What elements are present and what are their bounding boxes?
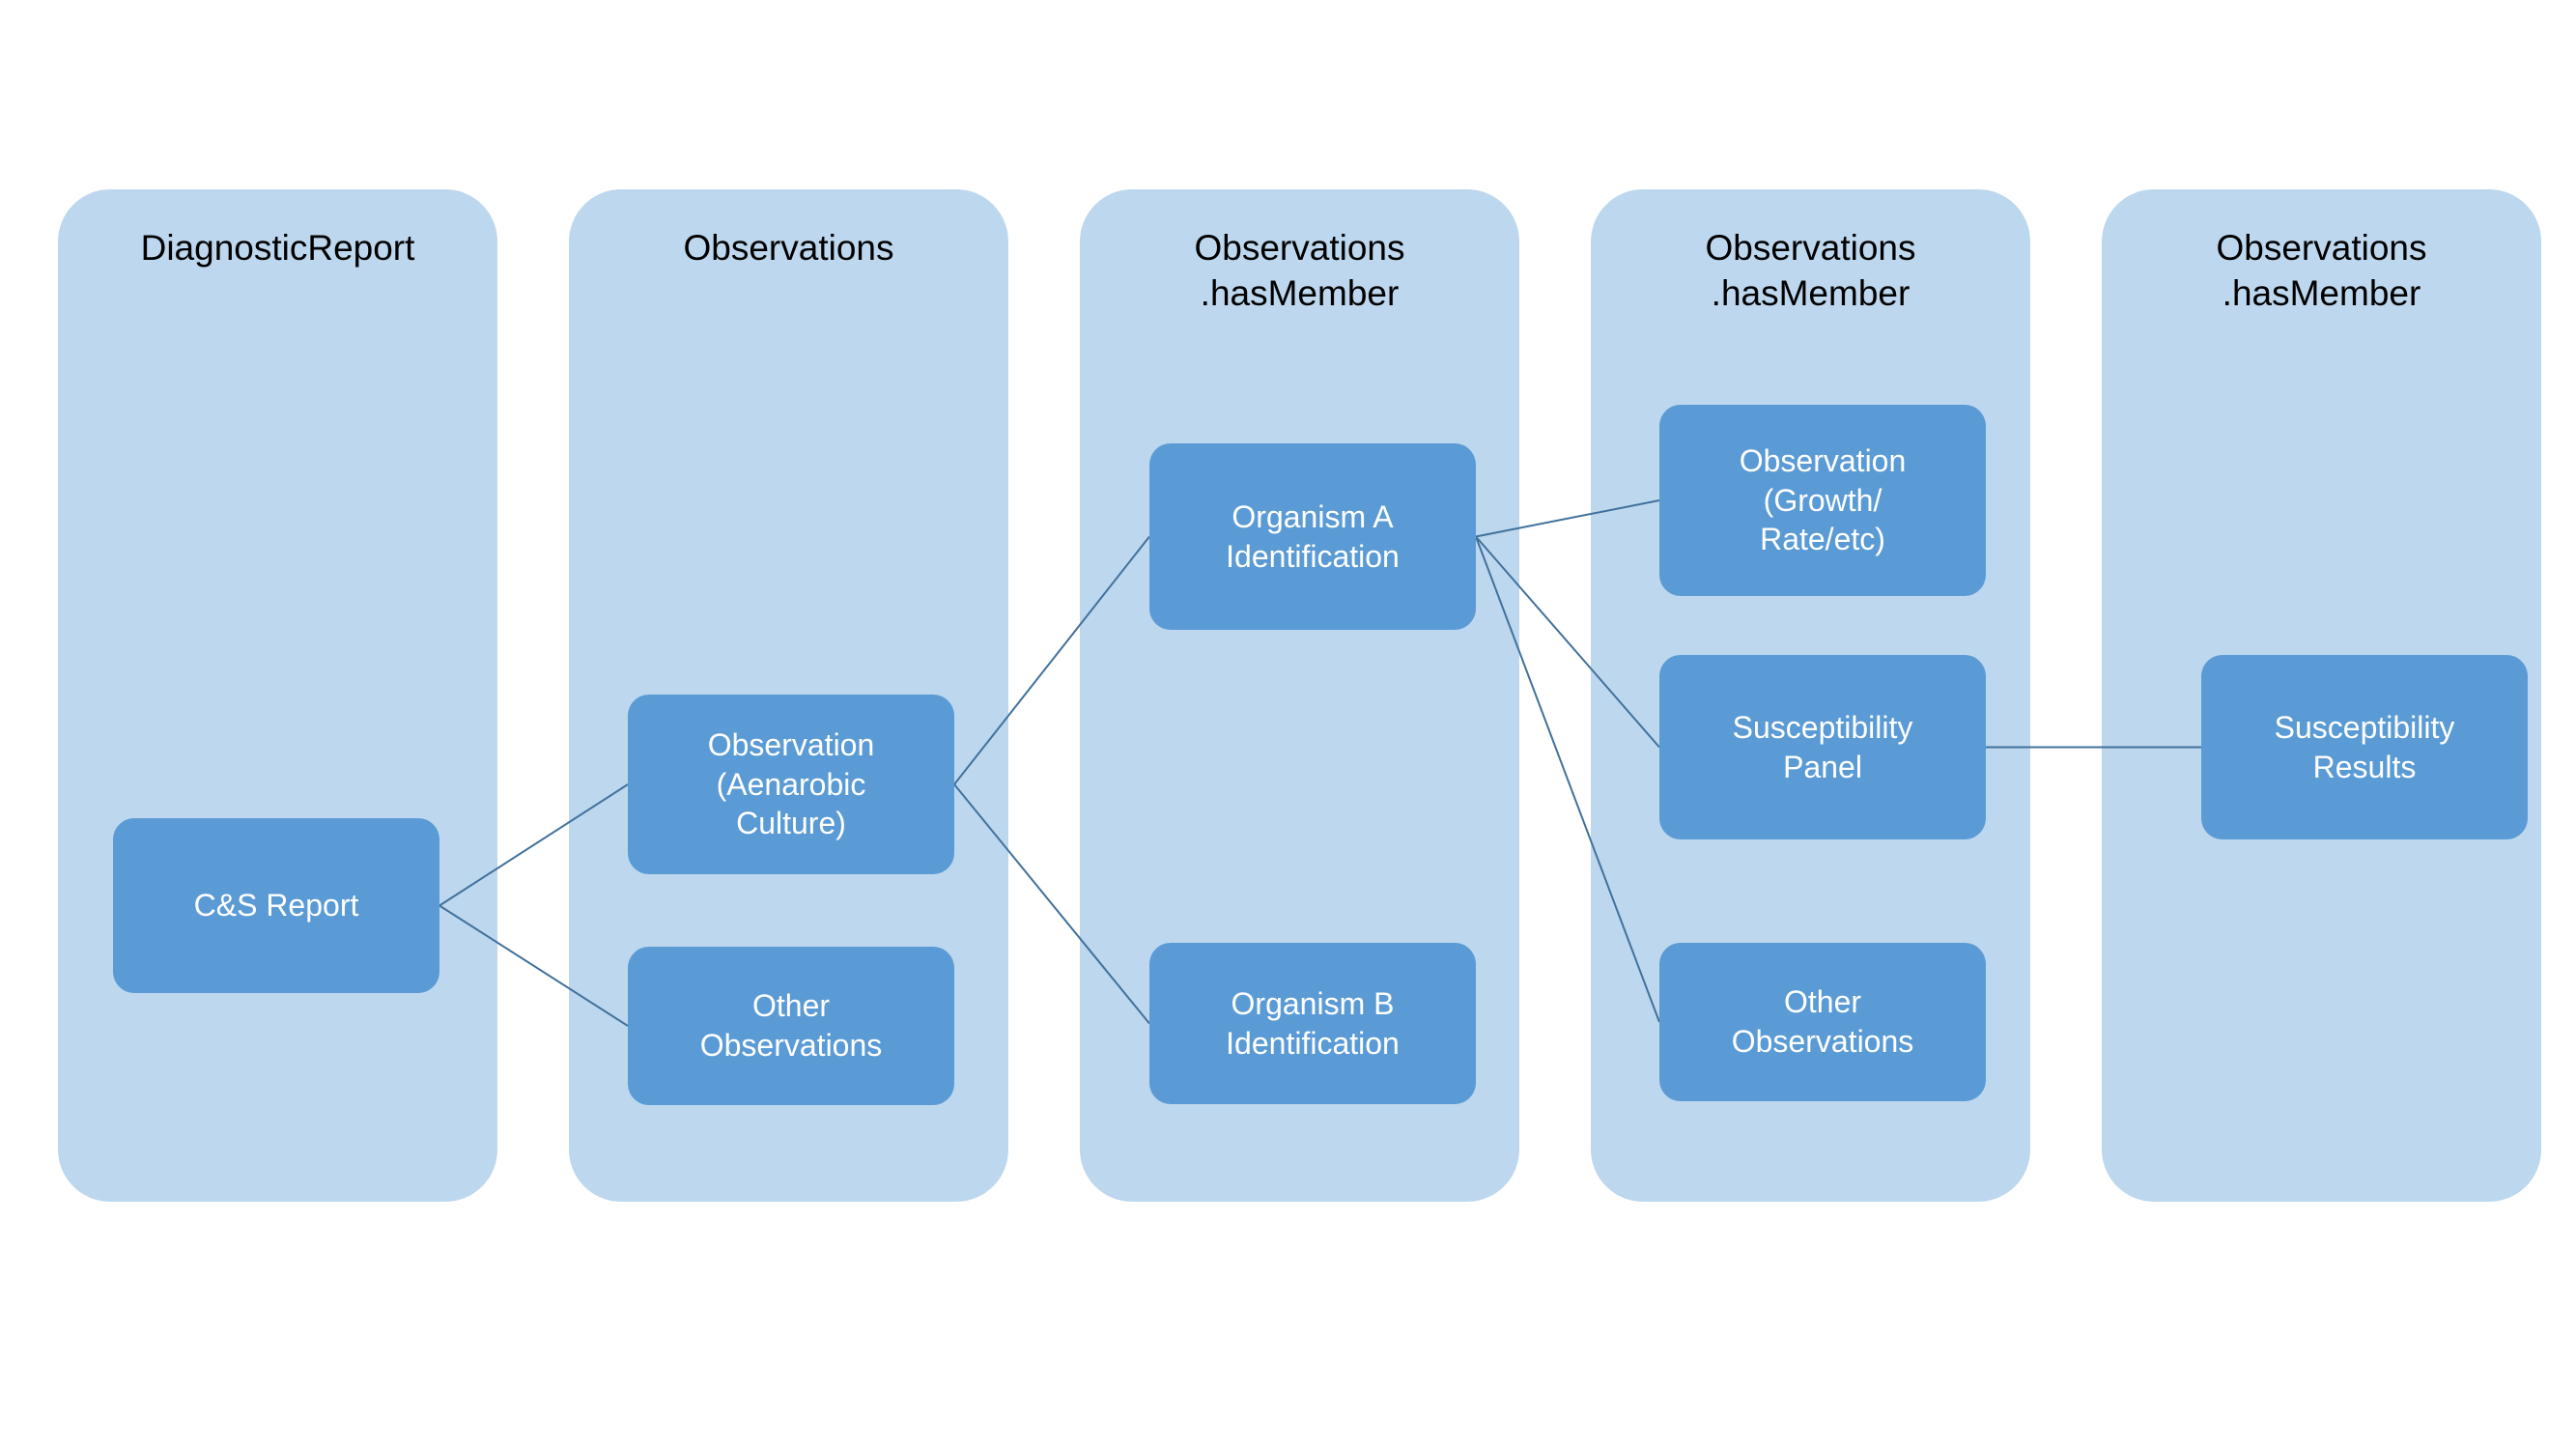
node-label-susceptibility-results: Susceptibility Results xyxy=(2274,709,2455,784)
node-susceptibility-panel[interactable]: Susceptibility Panel xyxy=(1659,655,1986,839)
column-title-observations-hasmember-2: Observations .hasMember xyxy=(1705,228,1916,313)
node-cs-report[interactable]: C&S Report xyxy=(113,818,439,993)
column-title-observations: Observations xyxy=(683,228,894,268)
node-label-other-observations-col4: Other Observations xyxy=(1731,984,1914,1059)
node-other-observations-col2[interactable]: Other Observations xyxy=(628,947,954,1105)
node-label-organism-a-identification: Organism A Identification xyxy=(1226,498,1400,574)
node-organism-a-identification[interactable]: Organism A Identification xyxy=(1149,443,1476,630)
column-title-observations-hasmember-1: Observations .hasMember xyxy=(1194,228,1405,313)
node-observation-aenarobic-culture[interactable]: Observation (Aenarobic Culture) xyxy=(628,695,954,874)
column-title-observations-hasmember-3: Observations .hasMember xyxy=(2216,228,2427,313)
column-diagnosticreport: DiagnosticReport xyxy=(58,189,497,1202)
node-label-observation-growth-rate: Observation (Growth/ Rate/etc) xyxy=(1739,443,1907,557)
node-label-organism-b-identification: Organism B Identification xyxy=(1226,985,1400,1061)
node-other-observations-col4[interactable]: Other Observations xyxy=(1659,943,1986,1101)
node-susceptibility-results[interactable]: Susceptibility Results xyxy=(2201,655,2528,839)
node-label-cs-report: C&S Report xyxy=(193,888,359,923)
column-title-diagnosticreport: DiagnosticReport xyxy=(140,228,415,268)
node-label-susceptibility-panel: Susceptibility Panel xyxy=(1732,709,1913,784)
node-organism-b-identification[interactable]: Organism B Identification xyxy=(1149,943,1476,1104)
node-label-observation-aenarobic-culture: Observation (Aenarobic Culture) xyxy=(707,727,875,841)
node-label-other-observations-col2: Other Observations xyxy=(699,988,883,1063)
node-observation-growth-rate[interactable]: Observation (Growth/ Rate/etc) xyxy=(1659,405,1986,596)
